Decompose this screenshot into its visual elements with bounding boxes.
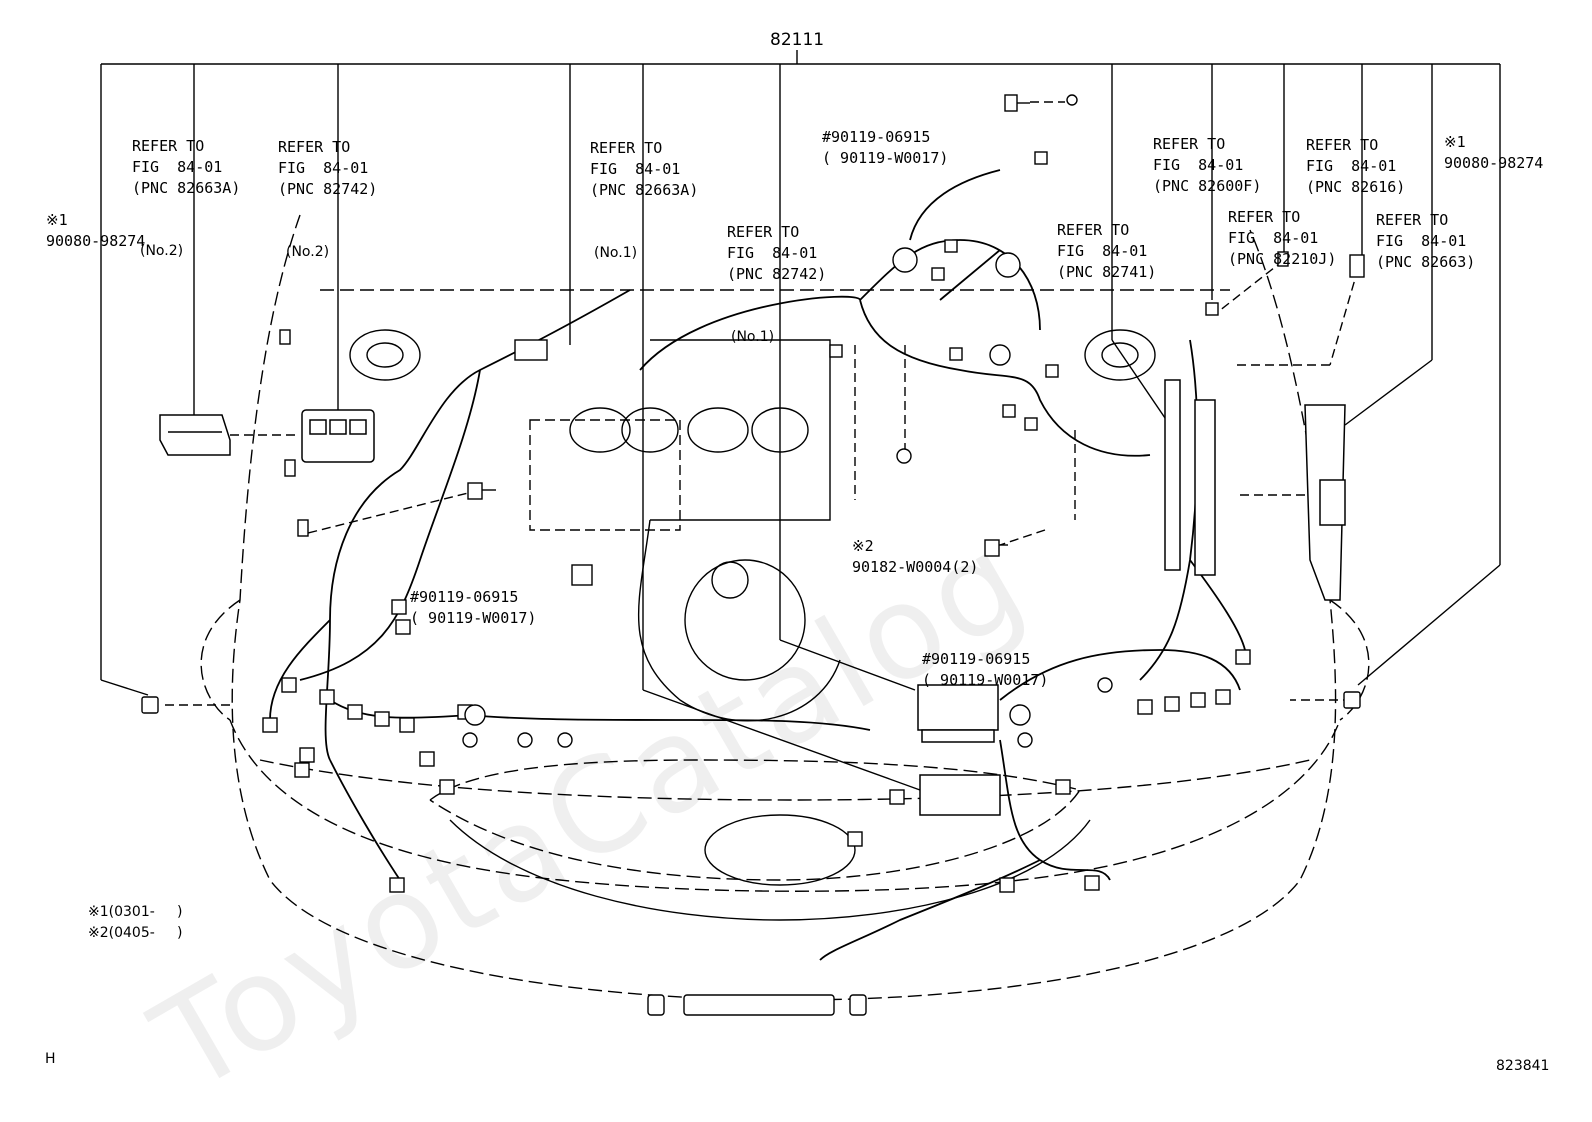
grille-emblem	[704, 814, 856, 886]
figure-id: 823841	[1496, 1058, 1550, 1074]
leader-bus	[100, 50, 1501, 791]
engine-block	[529, 339, 841, 722]
bolt-top-label: #90119-06915( 90119-W0017)	[822, 128, 949, 167]
bolt-left-icon	[467, 482, 496, 500]
strut-tower-right	[1084, 329, 1156, 381]
bolt-left-label: #90119-06915( 90119-W0017)	[410, 588, 537, 627]
bracket-right	[1304, 404, 1346, 601]
grommet-icons	[462, 247, 1113, 748]
note-2: ※2(0405- )	[88, 925, 183, 941]
harness-bundle-right	[1164, 379, 1216, 576]
note-1: ※1(0301- )	[88, 904, 183, 920]
bolt-right-label: #90119-06915( 90119-W0017)	[922, 650, 1049, 689]
wiring-diagram-canvas	[100, 50, 1501, 1016]
part-number-82111: 82111	[770, 30, 825, 50]
bolt-right-icon	[984, 539, 1008, 557]
strut-tower-left	[349, 329, 421, 381]
ecu-module	[917, 684, 1001, 816]
footer-code: H	[45, 1051, 56, 1067]
bumper-lamps	[647, 994, 867, 1016]
junction-block	[301, 409, 375, 463]
grille-frame	[449, 819, 1091, 921]
clamp-icon	[896, 448, 912, 464]
relay-block-left	[159, 414, 231, 456]
harness-connectors	[141, 151, 1365, 893]
bolt-top-icon	[1004, 94, 1078, 112]
